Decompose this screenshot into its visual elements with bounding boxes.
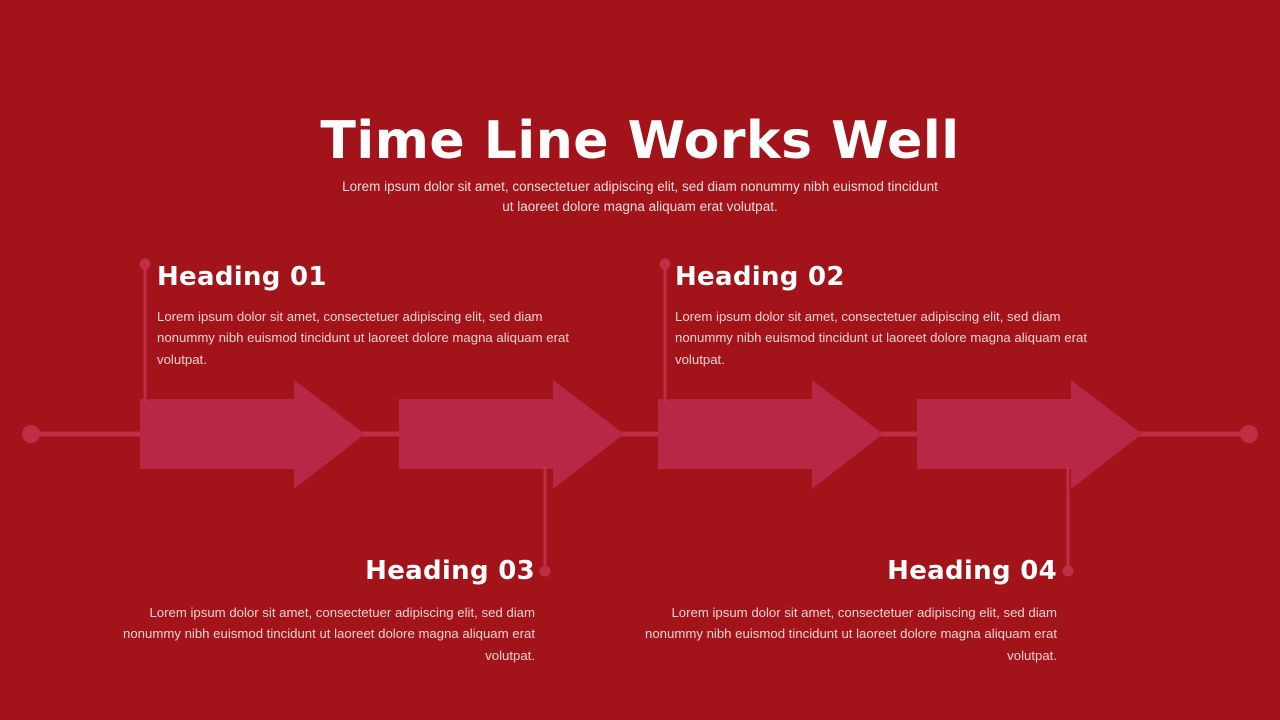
timeline-arrow-4 (917, 380, 1142, 489)
timeline-connector-dot-4 (1062, 565, 1074, 577)
timeline-connector-dot-1 (139, 258, 151, 270)
timeline-step-04[interactable]: Heading 04 Lorem ipsum dolor sit amet, c… (637, 556, 1057, 666)
timeline-end-dot (1240, 425, 1258, 443)
timeline-step-01-body: Lorem ipsum dolor sit amet, consectetuer… (157, 309, 569, 367)
timeline-step-02-heading: Heading 02 (675, 262, 845, 292)
timeline-step-02[interactable]: Heading 02 Lorem ipsum dolor sit amet, c… (675, 262, 1095, 370)
timeline-step-01-heading: Heading 01 (157, 262, 327, 292)
timeline-step-01[interactable]: Heading 01 Lorem ipsum dolor sit amet, c… (157, 262, 577, 370)
timeline-arrow-1 (140, 380, 365, 489)
timeline-arrow-3 (658, 380, 883, 489)
timeline-connector-dot-3 (539, 565, 551, 577)
timeline-step-02-body: Lorem ipsum dolor sit amet, consectetuer… (675, 309, 1087, 367)
timeline-start-dot (22, 425, 40, 443)
page-title: Time Line Works Well (320, 110, 960, 171)
timeline-step-03[interactable]: Heading 03 Lorem ipsum dolor sit amet, c… (115, 556, 535, 666)
timeline-step-03-body: Lorem ipsum dolor sit amet, consectetuer… (123, 605, 535, 663)
timeline-step-03-heading: Heading 03 (365, 556, 535, 586)
timeline-arrow-2 (399, 380, 624, 489)
timeline-connector-dot-2 (659, 258, 671, 270)
timeline-step-04-heading: Heading 04 (887, 556, 1057, 586)
page-subtitle: Lorem ipsum dolor sit amet, consectetuer… (342, 178, 938, 215)
timeline-step-04-body: Lorem ipsum dolor sit amet, consectetuer… (645, 605, 1057, 663)
